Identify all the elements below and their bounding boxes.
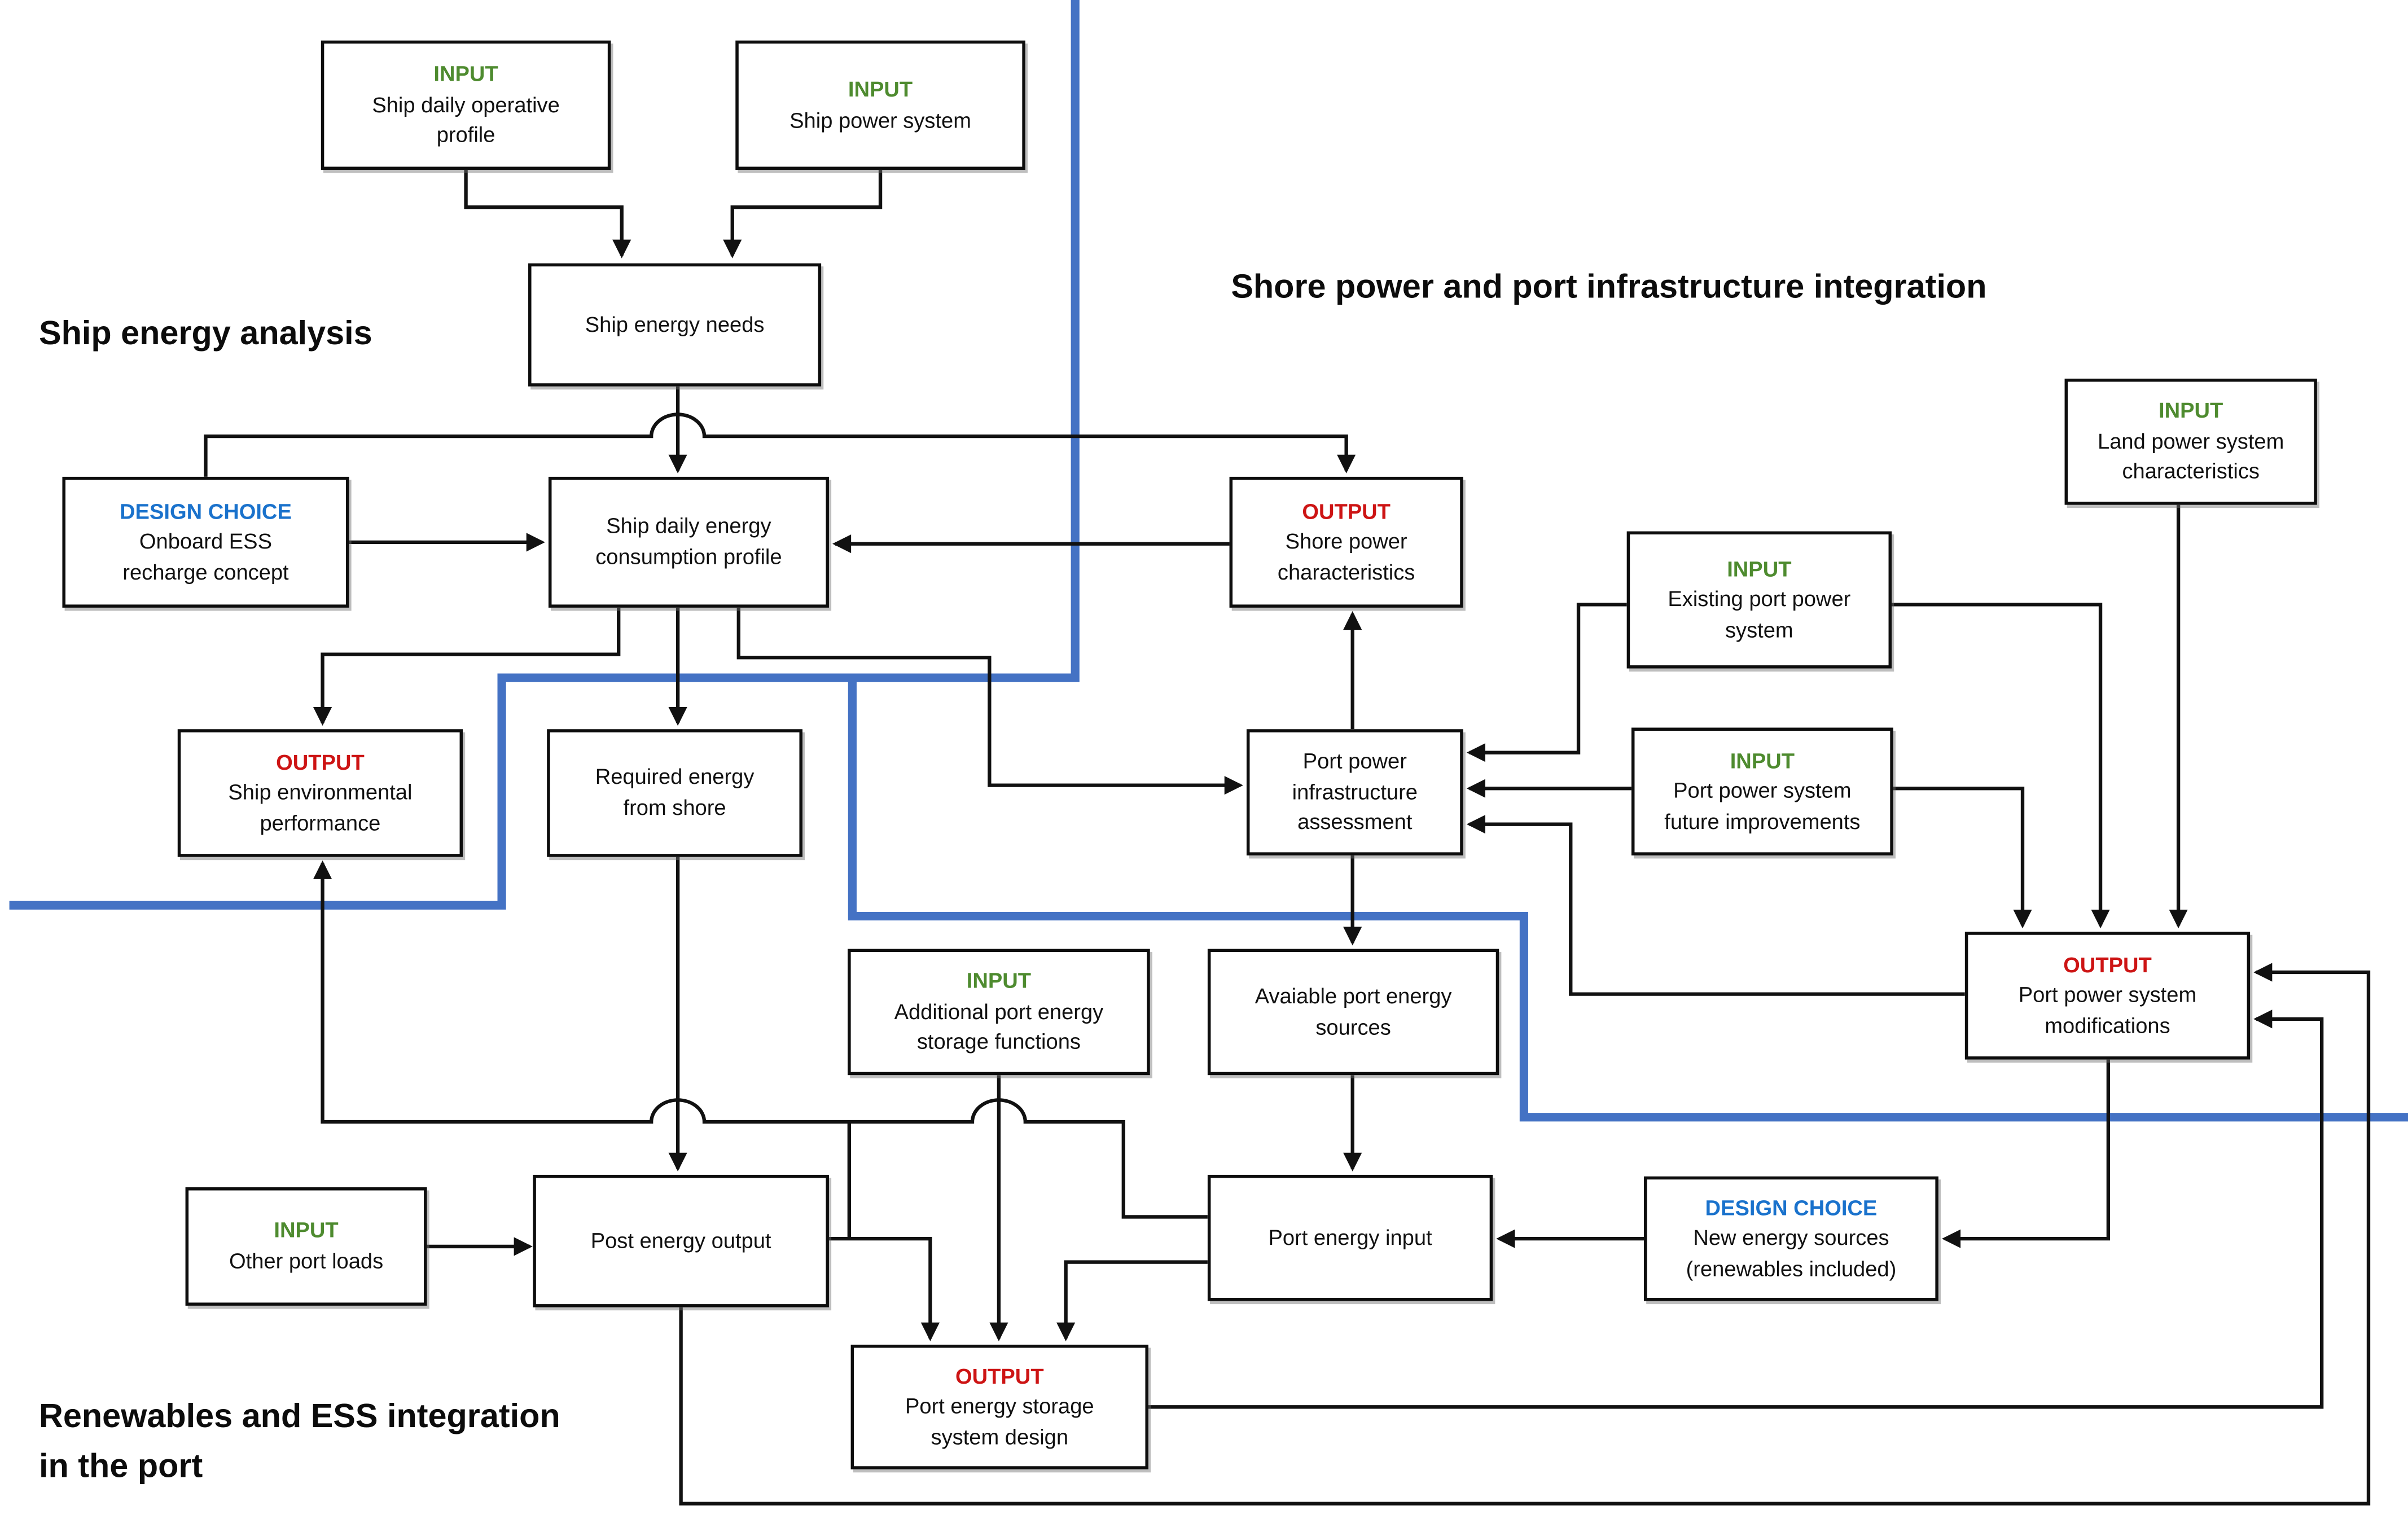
output-tag: OUTPUT <box>1302 499 1391 523</box>
box-label: Port energy input <box>1268 1226 1432 1249</box>
edge-port-energy-input-to-environmental-performance <box>313 860 1208 1219</box>
edge-consumption-to-environmental-performance <box>313 607 621 726</box>
design-choice-tag: DESIGN CHOICE <box>120 499 292 523</box>
edge-existing-system-to-assessment <box>1466 603 1627 762</box>
edge-operative-profile-to-energy-needs <box>464 169 631 258</box>
black-connectors <box>204 169 2371 1506</box>
input-tag: INPUT <box>1727 557 1792 581</box>
edge-post-energy-output-to-modifications <box>679 963 2371 1506</box>
box-post-energy-output: Post energy output <box>533 1174 829 1307</box>
box-avaiable-port-energy-sources: Avaiable port energy sources <box>1207 949 1499 1076</box>
box-port-power-system-future-improvements: INPUT Port power system future improveme… <box>1631 727 1893 855</box>
box-label: Additional port energy storage functions <box>894 999 1104 1054</box>
box-land-power-system-characteristics: INPUT Land power system characteristics <box>2064 378 2317 505</box>
box-other-port-loads: INPUT Other port loads <box>185 1187 427 1306</box>
box-label: Ship environmental performance <box>228 780 413 835</box>
box-port-power-system-modifications: OUTPUT Port power system modifications <box>1964 932 2251 1060</box>
input-tag: INPUT <box>274 1219 339 1243</box>
edge-future-improvements-to-modifications <box>1893 786 2032 929</box>
box-label: Ship power system <box>789 108 971 132</box>
box-port-energy-storage-system-design: OUTPUT Port energy storage system design <box>850 1344 1148 1469</box>
box-shore-power-characteristics: OUTPUT Shore power characteristics <box>1229 476 1463 608</box>
region-divider-lines <box>9 0 2408 1122</box>
box-label: Port power system modifications <box>2018 983 2197 1038</box>
edge-post-energy-output-to-storage-design <box>828 1236 940 1341</box>
edge-ess-concept-to-shore-characteristics <box>204 413 1356 477</box>
design-choice-tag: DESIGN CHOICE <box>1705 1196 1878 1219</box>
edge-power-system-to-energy-needs <box>723 169 883 258</box>
title-shore-power-integration: Shore power and port infrastructure inte… <box>1231 267 1987 306</box>
divider-port-region <box>848 678 2408 1122</box>
input-tag: INPUT <box>2159 399 2223 423</box>
output-tag: OUTPUT <box>955 1364 1044 1388</box>
box-label: Onboard ESS recharge concept <box>122 530 289 584</box>
title-ship-energy-analysis: Ship energy analysis <box>39 314 372 353</box>
box-label: Port power infrastructure assessment <box>1292 749 1418 835</box>
box-port-power-infrastructure-assessment: Port power infrastructure assessment <box>1246 729 1463 855</box>
box-additional-port-energy-storage-functions: INPUT Additional port energy storage fun… <box>848 949 1150 1076</box>
box-label: New energy sources (renewables included) <box>1686 1226 1897 1281</box>
box-ship-daily-energy-consumption-profile: Ship daily energy consumption profile <box>548 476 829 608</box>
input-tag: INPUT <box>848 77 913 102</box>
edge-storage-design-to-modifications <box>1148 1010 2324 1409</box>
output-tag: OUTPUT <box>2063 953 2152 977</box>
box-label: Ship daily operative profile <box>372 93 560 147</box>
output-tag: OUTPUT <box>276 750 365 774</box>
box-ship-energy-needs: Ship energy needs <box>528 263 822 387</box>
input-tag: INPUT <box>1730 749 1795 773</box>
box-ship-daily-operative-profile: INPUT Ship daily operative profile <box>321 40 611 170</box>
box-new-energy-sources: DESIGN CHOICE New energy sources (renewa… <box>1644 1176 1938 1301</box>
box-label: Land power system characteristics <box>2098 429 2284 484</box>
input-tag: INPUT <box>433 62 498 86</box>
box-label: Avaiable port energy sources <box>1255 984 1452 1039</box>
box-label: Post energy output <box>590 1228 771 1253</box>
box-label: Ship energy needs <box>585 313 765 336</box>
box-label: Port energy storage system design <box>905 1394 1094 1449</box>
title-renewables-ess-integration: Renewables and ESS integration in the po… <box>39 1397 560 1486</box>
box-ship-power-system: INPUT Ship power system <box>735 40 1025 170</box>
edge-existing-system-to-modifications <box>1892 603 2110 929</box>
box-label: Port power system future improvements <box>1664 779 1861 833</box>
box-label: Shore power characteristics <box>1277 530 1415 584</box>
box-required-energy-from-shore: Required energy from shore <box>547 729 803 857</box>
edge-modifications-to-new-energy-sources <box>1941 1059 2111 1248</box>
edge-consumption-to-assessment <box>736 607 1243 795</box>
edge-port-energy-input-to-storage-design <box>1056 1260 1208 1341</box>
input-tag: INPUT <box>966 969 1032 993</box>
box-onboard-ess-recharge-concept: DESIGN CHOICE Onboard ESS recharge conce… <box>62 476 349 608</box>
divider-ship-region <box>9 0 1080 910</box>
box-ship-environmental-performance: OUTPUT Ship environmental performance <box>177 729 463 857</box>
box-existing-port-power-system: INPUT Existing port power system <box>1626 531 1892 669</box>
box-port-energy-input: Port energy input <box>1207 1174 1493 1301</box>
box-label: Ship daily energy consumption profile <box>595 515 782 569</box>
box-label: Required energy from shore <box>595 765 755 820</box>
edge-modifications-to-assessment <box>1466 815 1965 996</box>
box-label: Other port loads <box>229 1249 384 1273</box>
box-label: Existing port power system <box>1668 587 1851 642</box>
